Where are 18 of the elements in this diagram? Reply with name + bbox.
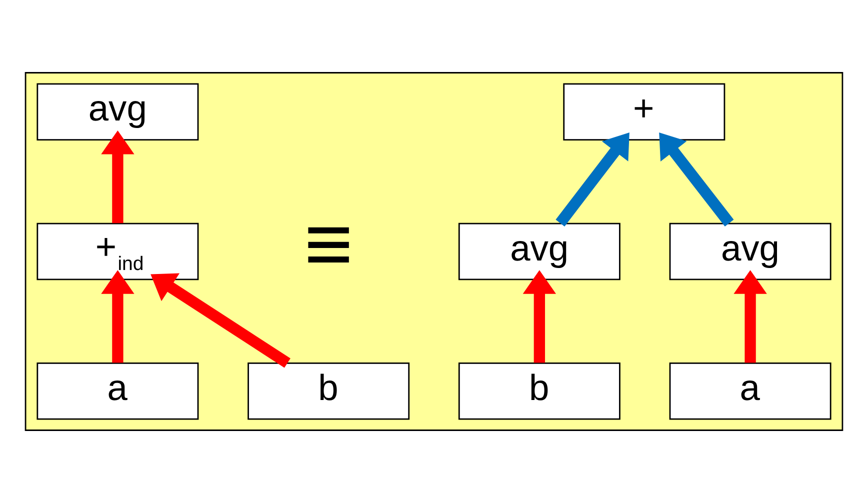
node-box: b [458,362,620,420]
node-box: a [36,362,199,420]
node-box: avg [36,82,199,140]
node-box: + [563,82,726,140]
arrow [734,270,767,362]
arrow [101,270,134,362]
label: ≡ [304,196,354,290]
arrow [101,130,134,223]
arrow [522,270,556,362]
arrow [659,132,734,226]
node-box: a [669,362,832,420]
node-box: b [248,362,410,420]
arrow [556,132,630,226]
arrow [150,272,290,368]
node-box: avg [669,222,832,280]
cluster [24,72,844,430]
node-box: avg [458,222,620,280]
node-box: +$_{ind}$ [36,222,199,280]
